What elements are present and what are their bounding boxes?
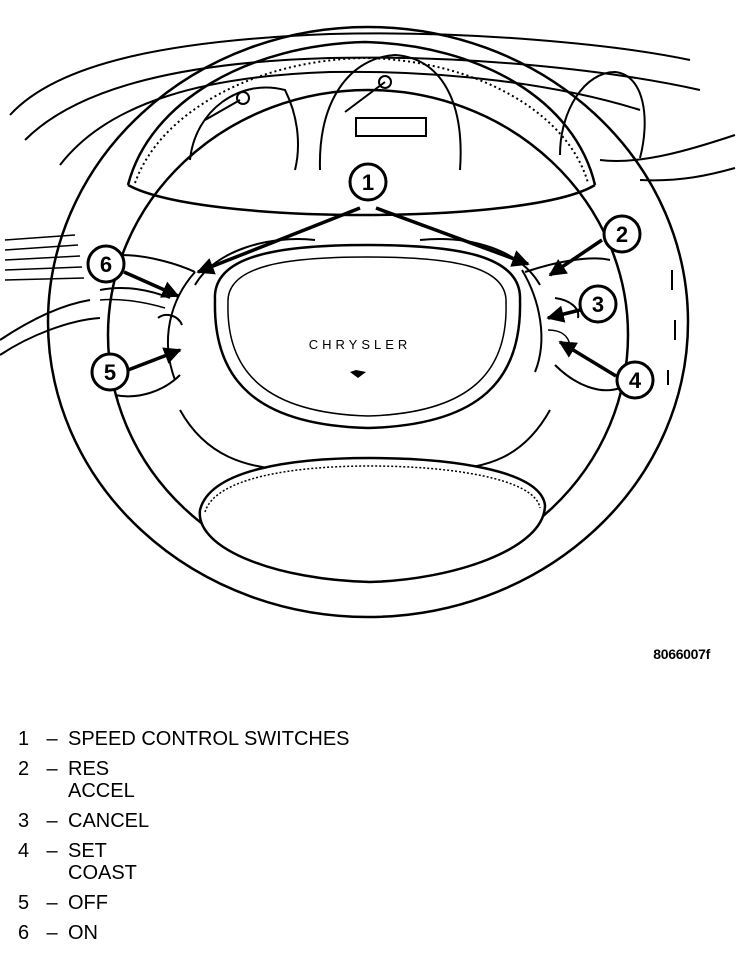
lower-pad: [198, 456, 547, 584]
legend-dash: –: [46, 728, 58, 750]
legend-dash: –: [46, 840, 58, 862]
legend-text: CANCEL: [68, 810, 150, 832]
rim-dash-marks: [667, 270, 676, 385]
legend-number: 6: [18, 922, 30, 944]
legend-number: 4: [18, 840, 30, 862]
legend-text: OFF: [68, 892, 108, 914]
callout-4: 4: [615, 360, 655, 400]
legend-dash: –: [46, 892, 58, 914]
figure-code: 8066007f: [653, 646, 710, 662]
svg-text:2: 2: [616, 222, 628, 247]
arrow-1-right: [375, 206, 530, 267]
legend-item: 4 – SET COAST: [18, 840, 350, 884]
airbag-pad: CHRYSLER: [213, 243, 522, 430]
legend-item: 3 – CANCEL: [18, 810, 350, 832]
svg-text:4: 4: [629, 368, 642, 393]
arrow-6: [123, 270, 180, 298]
callout-2: 2: [602, 214, 642, 254]
instrument-gauges: [189, 53, 646, 171]
callouts: 1 2 3 4 5 6: [86, 162, 655, 400]
svg-text:1: 1: [362, 170, 374, 195]
svg-text:5: 5: [104, 360, 116, 385]
legend-dash: –: [46, 810, 58, 832]
callout-arrows: [123, 206, 617, 378]
legend: 1 – SPEED CONTROL SWITCHES 2 – RES ACCEL…: [18, 728, 350, 944]
legend-number: 1: [18, 728, 30, 750]
legend-text: RES: [68, 758, 110, 780]
legend-text: SPEED CONTROL SWITCHES: [68, 728, 350, 750]
legend-item: 1 – SPEED CONTROL SWITCHES: [18, 728, 350, 750]
arrow-5: [127, 347, 182, 372]
airbag-emblem-icon: [350, 370, 366, 378]
left-vent: [4, 234, 85, 281]
legend-dash: –: [46, 922, 58, 944]
legend-text: ON: [68, 922, 98, 944]
svg-text:6: 6: [100, 252, 112, 277]
legend-dash: –: [46, 758, 58, 780]
callout-6: 6: [86, 244, 126, 284]
legend-number: 3: [18, 810, 30, 832]
steering-wheel-rim: [46, 25, 690, 619]
arrow-1-left: [196, 206, 361, 275]
legend-text: COAST: [68, 862, 137, 884]
legend-number: 5: [18, 892, 30, 914]
steering-wheel-diagram: CHRYSLER 1: [0, 25, 736, 619]
svg-text:3: 3: [592, 292, 604, 317]
legend-text: SET: [68, 840, 107, 862]
callout-1: 1: [348, 162, 388, 202]
arrow-3: [546, 305, 581, 323]
callout-5: 5: [90, 352, 130, 392]
chrysler-logo-text: CHRYSLER: [309, 337, 412, 352]
legend-item: 6 – ON: [18, 922, 350, 944]
legend-text: ACCEL: [68, 780, 135, 802]
legend-item: 2 – RES ACCEL: [18, 758, 350, 802]
arrow-4: [558, 340, 617, 378]
callout-3: 3: [578, 284, 618, 324]
arrow-2: [548, 238, 603, 277]
legend-number: 2: [18, 758, 30, 780]
legend-item: 5 – OFF: [18, 892, 350, 914]
